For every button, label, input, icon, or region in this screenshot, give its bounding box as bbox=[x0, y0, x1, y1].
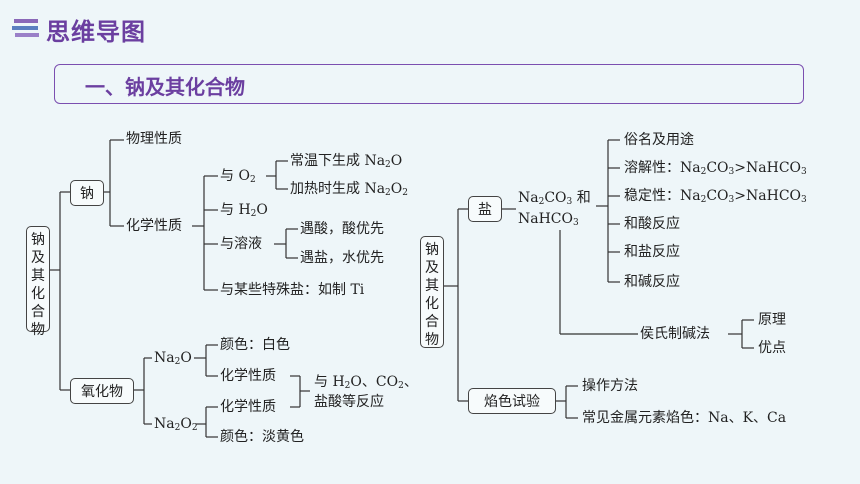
na2o-node: Na2O bbox=[154, 350, 192, 367]
solubility: 溶解性：Na2CO3>NaHCO3 bbox=[624, 160, 807, 177]
common-name-use: 俗名及用途 bbox=[624, 132, 694, 148]
section-header: 一、钠及其化合物 bbox=[54, 64, 804, 104]
page-title: 思维导图 bbox=[46, 18, 146, 46]
na2o2-node: Na2O2 bbox=[154, 416, 198, 433]
water-first-rule: 遇盐，水优先 bbox=[300, 250, 384, 266]
flame-method: 操作方法 bbox=[582, 378, 638, 394]
oxide-reaction-line2: 盐酸等反应 bbox=[314, 394, 384, 410]
salt-compounds-line2: NaHCO3 bbox=[518, 211, 579, 228]
react-with-o2: 与 O2 bbox=[220, 168, 256, 185]
root-node-right: 钠及其化合物 bbox=[420, 236, 444, 348]
oxide-node: 氧化物 bbox=[70, 378, 134, 404]
na2o2-chemical: 化学性质 bbox=[220, 399, 276, 415]
na2o-color: 颜色：白色 bbox=[220, 337, 290, 353]
book-stack-icon bbox=[12, 19, 39, 37]
room-temp-product: 常温下生成 Na2O bbox=[290, 153, 403, 170]
na2o2-color: 颜色：淡黄色 bbox=[220, 429, 304, 445]
hou-principle: 原理 bbox=[758, 312, 786, 328]
react-salt: 和盐反应 bbox=[624, 244, 680, 260]
flame-colors: 常见金属元素焰色：Na、K、Ca bbox=[582, 410, 787, 426]
flame-test-node: 焰色试验 bbox=[468, 388, 556, 414]
hou-process: 侯氏制碱法 bbox=[640, 326, 710, 342]
oxide-reaction-line1: 与 H2O、CO2、 bbox=[314, 374, 418, 391]
na-node: 钠 bbox=[70, 180, 104, 206]
react-acid: 和酸反应 bbox=[624, 216, 680, 232]
heating-product: 加热时生成 Na2O2 bbox=[290, 181, 408, 198]
special-salt-reaction: 与某些特殊盐：如制 Ti bbox=[220, 282, 365, 298]
root-label-left: 钠及其化合物 bbox=[31, 232, 45, 338]
hou-advantage: 优点 bbox=[758, 340, 786, 356]
root-label-right: 钠及其化合物 bbox=[425, 242, 439, 348]
stability: 稳定性：Na2CO3>NaHCO3 bbox=[624, 188, 807, 205]
root-node-left: 钠及其化合物 bbox=[26, 226, 50, 338]
chemical-properties-na: 化学性质 bbox=[126, 218, 182, 234]
acid-first-rule: 遇酸，酸优先 bbox=[300, 221, 384, 237]
section-title: 一、钠及其化合物 bbox=[85, 75, 245, 99]
physical-properties: 物理性质 bbox=[126, 131, 182, 147]
na2o-chemical: 化学性质 bbox=[220, 368, 276, 384]
react-with-solution: 与溶液 bbox=[220, 236, 262, 252]
salt-compounds-line1: Na2CO3 和 bbox=[518, 190, 591, 207]
react-base: 和碱反应 bbox=[624, 274, 680, 290]
react-with-h2o: 与 H2O bbox=[220, 202, 268, 219]
salt-node: 盐 bbox=[468, 196, 502, 222]
